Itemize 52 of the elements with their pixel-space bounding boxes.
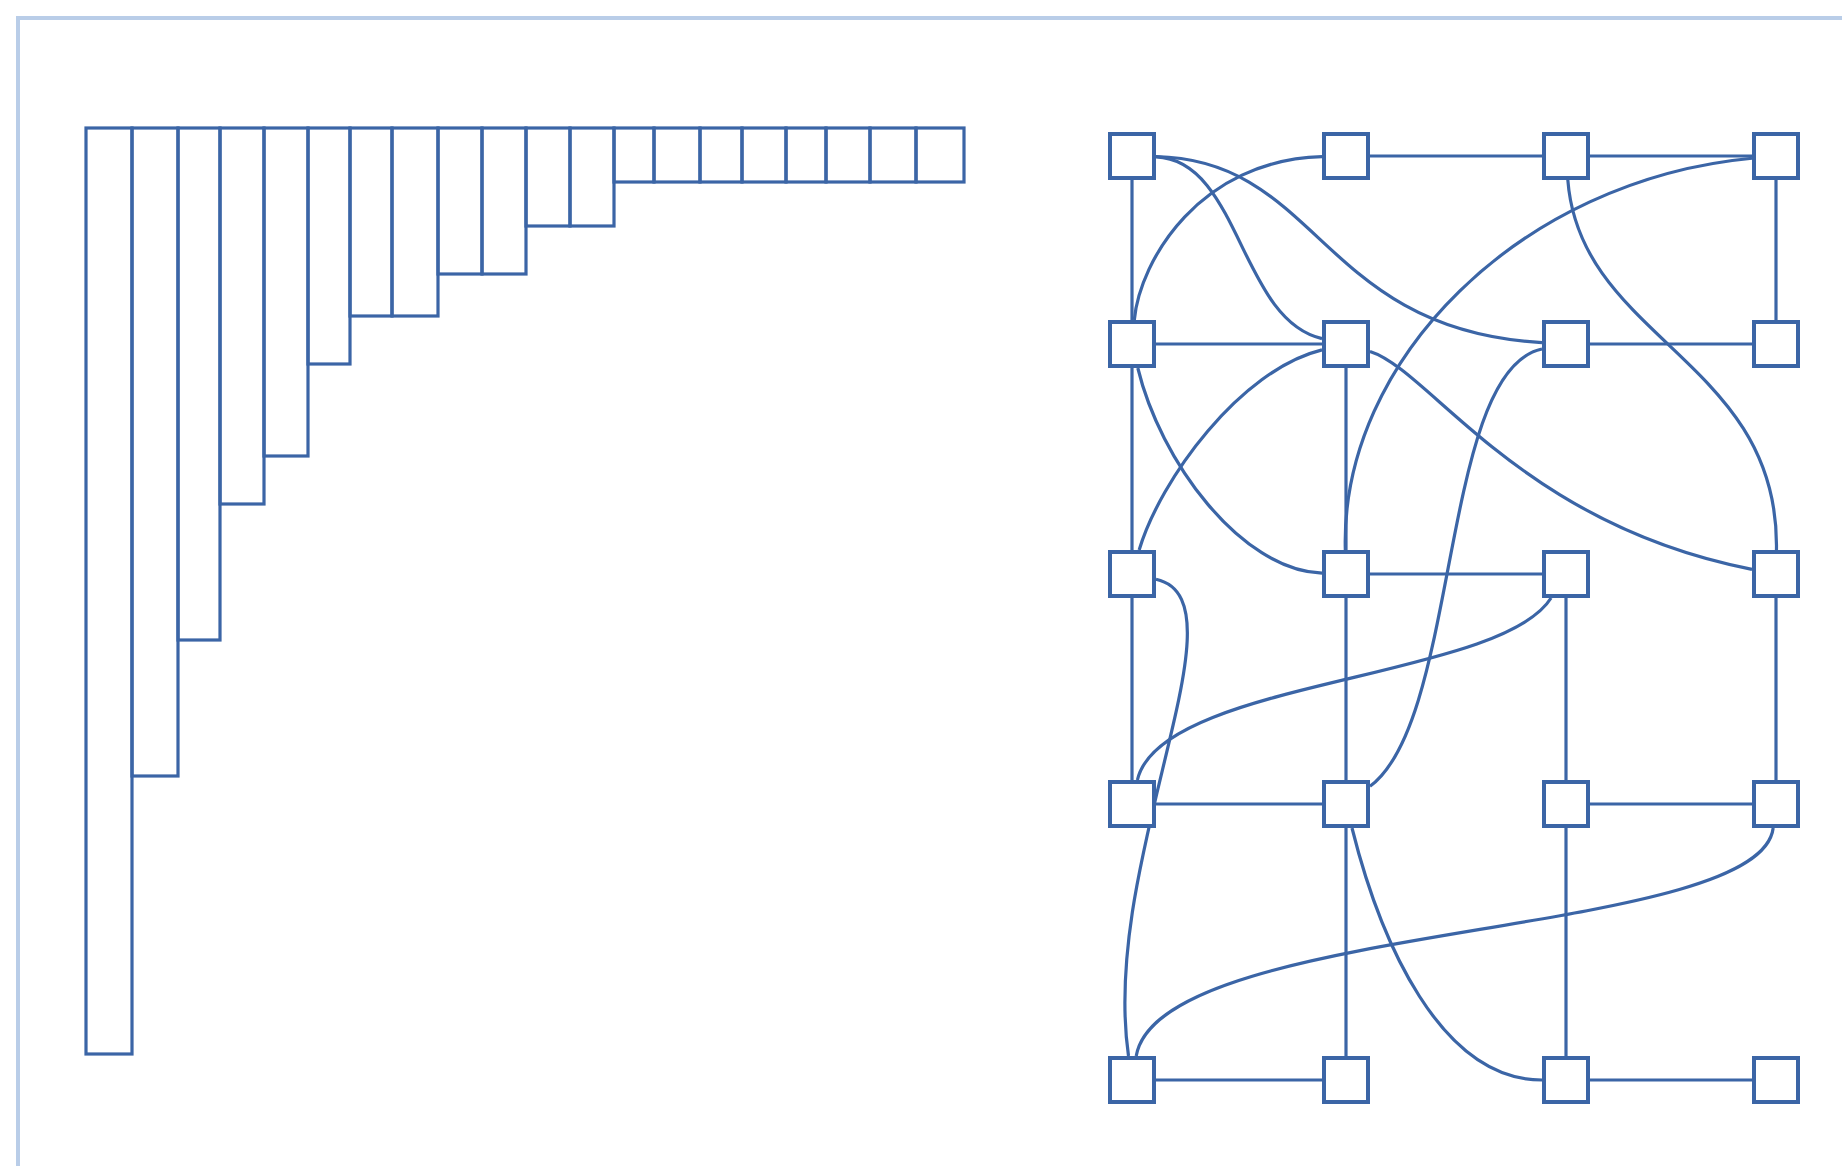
connector-line	[1156, 1078, 1322, 1082]
square-node	[1322, 780, 1370, 828]
square-node	[1752, 1056, 1800, 1104]
curved-connector	[1343, 156, 1753, 551]
square-node	[1108, 550, 1156, 598]
curved-connector	[1132, 155, 1323, 321]
connector-line	[1774, 598, 1778, 780]
square-node	[1108, 132, 1156, 180]
curved-connector	[1136, 596, 1553, 781]
connector-line	[1130, 180, 1134, 320]
connector-line	[1156, 802, 1322, 806]
square-node	[1542, 780, 1590, 828]
curved-connector	[1155, 154, 1543, 345]
connector-line	[1156, 342, 1322, 346]
connector-line	[1130, 368, 1134, 550]
square-node	[1322, 550, 1370, 598]
square-node	[1322, 1056, 1370, 1104]
connector-line	[1564, 828, 1568, 1056]
connector-line	[1344, 598, 1348, 780]
square-node	[1108, 780, 1156, 828]
connector-line	[1590, 1078, 1752, 1082]
curved-connector	[1350, 827, 1543, 1082]
square-node	[1542, 1056, 1590, 1104]
square-node	[1542, 550, 1590, 598]
square-node	[1752, 132, 1800, 180]
connector-line	[1344, 368, 1348, 550]
square-node	[1752, 550, 1800, 598]
square-node	[1542, 132, 1590, 180]
curved-connector	[1137, 348, 1323, 551]
curved-connector	[1155, 155, 1323, 341]
curved-connector	[1123, 577, 1189, 1057]
curved-connector	[1369, 349, 1753, 571]
connector-line	[1370, 154, 1542, 158]
square-node	[1108, 320, 1156, 368]
connector-line	[1590, 342, 1752, 346]
square-node	[1542, 320, 1590, 368]
square-node	[1752, 780, 1800, 828]
connector-line	[1564, 598, 1568, 780]
curved-connector	[1136, 367, 1323, 575]
square-node	[1322, 132, 1370, 180]
connector-line	[1774, 180, 1778, 320]
connector-line	[1590, 802, 1752, 806]
square-node	[1108, 1056, 1156, 1104]
square-node	[1752, 320, 1800, 368]
connector-line	[1370, 572, 1542, 576]
connector-line	[1130, 598, 1134, 780]
curved-connector	[1566, 179, 1779, 551]
connector-line	[1590, 154, 1752, 158]
connector-line	[1344, 828, 1348, 1056]
curved-connector	[1368, 347, 1543, 788]
curved-connector	[1134, 827, 1775, 1057]
square-node	[1322, 320, 1370, 368]
